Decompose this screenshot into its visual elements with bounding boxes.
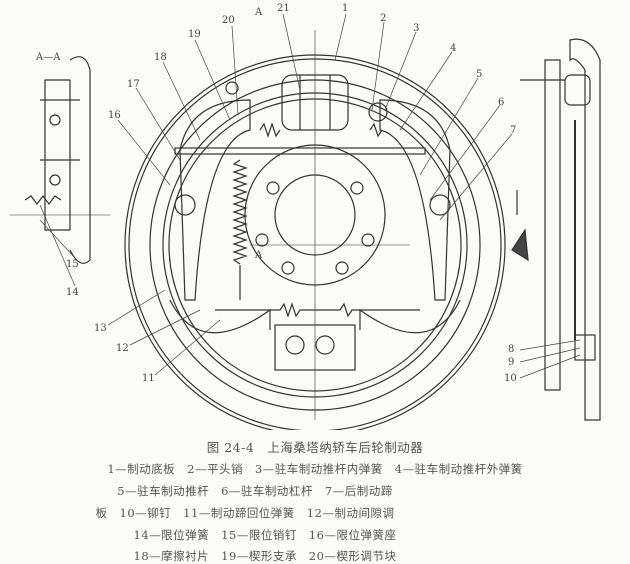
part-number-label: 19 (188, 29, 201, 40)
return-spring-vertical (232, 159, 248, 265)
section-a-a-view (10, 56, 110, 264)
section-label: A—A (35, 52, 61, 63)
part-number-label: 5 (476, 69, 482, 80)
return-spring-lower (215, 302, 420, 318)
section-marker-mid: A (254, 250, 263, 261)
part-number-label: 21 (277, 3, 290, 14)
right-brake-shoe (379, 99, 451, 301)
part-number-label: 6 (498, 97, 504, 108)
part-number-label: 17 (127, 79, 140, 90)
part-number-label: 18 (154, 52, 167, 63)
caption-line: 5—驻车制动推杆 6—驻车制动杠杆 7—后制动蹄 (117, 484, 393, 498)
part-number-label: 12 (116, 343, 129, 354)
wheel-bolt-holes (255, 181, 375, 275)
left-brake-shoe (179, 99, 251, 301)
brake-diagram: A—A A A 1 2 3 4 5 6 7 8 9 10 11 12 13 14… (10, 3, 601, 430)
part-number-label: 14 (66, 287, 79, 298)
part-number-label: 8 (508, 344, 514, 355)
caption-line: 板 10—铆钉 11—制动蹄回位弹簧 12—制动间隙调 (95, 506, 395, 520)
caption-line: 14—限位弹簧 15—限位销钉 16—限位弹簧座 (133, 528, 397, 542)
caption-line: 1—制动底板 2—平头销 3—驻车制动推杆内弹簧 4—驻车制动推杆外弹簧 (107, 462, 523, 476)
part-number-label: 2 (380, 13, 386, 24)
caption-line: 18—摩擦衬片 19—楔形支承 20—楔形调节块 (133, 549, 397, 563)
part-number-label: 16 (108, 110, 121, 121)
part-number-label: 1 (342, 3, 348, 14)
figure-title: 图 24-4 上海桑塔纳轿车后轮制动器 (206, 440, 424, 455)
part-number-label: 9 (508, 357, 514, 368)
part-number-label: 4 (450, 43, 456, 54)
part-number-label: 13 (94, 323, 107, 334)
side-view (511, 38, 601, 421)
part-labels: A—A A A 1 2 3 4 5 6 7 8 9 10 11 12 13 14… (35, 3, 517, 384)
part-number-label: 10 (504, 373, 517, 384)
part-number-label: 20 (222, 15, 235, 26)
part-number-label: 7 (510, 125, 516, 136)
drum-front-view (124, 30, 506, 430)
part-number-label: 11 (142, 373, 155, 384)
part-number-label: 15 (66, 259, 79, 270)
leader-lines (39, 13, 581, 379)
section-marker-top: A (254, 7, 263, 18)
parking-push-rod (174, 147, 426, 155)
part-number-label: 3 (413, 23, 419, 34)
